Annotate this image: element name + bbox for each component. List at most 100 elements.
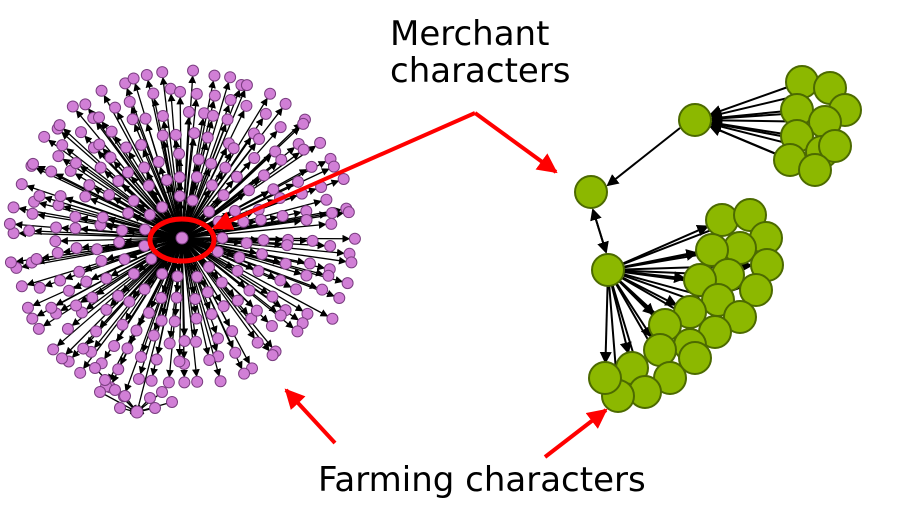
purple-node — [118, 253, 131, 266]
purple-node — [229, 346, 242, 359]
purple-node — [191, 375, 204, 388]
purple-node — [279, 257, 292, 270]
purple-node — [333, 292, 346, 305]
purple-node — [95, 84, 108, 97]
purple-node — [290, 283, 303, 296]
purple-node — [252, 264, 265, 277]
purple-node — [274, 309, 287, 322]
purple-node — [259, 107, 272, 120]
purple-node — [120, 141, 133, 154]
purple-node — [226, 325, 239, 338]
purple-node — [233, 251, 246, 264]
purple-node — [145, 374, 158, 387]
purple-node — [173, 190, 186, 203]
purple-node — [240, 79, 253, 92]
purple-node — [116, 318, 129, 331]
hub-edge — [606, 127, 681, 187]
purple-node — [279, 97, 292, 110]
purple-node — [203, 205, 216, 218]
purple-node — [162, 376, 175, 389]
purple-node — [30, 253, 43, 266]
star-edge — [71, 237, 183, 326]
star-edge — [181, 117, 264, 239]
purple-node — [202, 260, 215, 273]
farming-arrow-right — [543, 408, 608, 459]
star-edge — [18, 229, 183, 239]
star-edge — [88, 108, 183, 239]
purple-node — [173, 355, 186, 368]
purple-node — [113, 236, 126, 249]
purple-node — [155, 291, 168, 304]
merchant-highlight-ellipse — [147, 216, 217, 264]
purple-node — [145, 253, 158, 266]
purple-node — [69, 157, 82, 170]
purple-node — [152, 155, 165, 168]
purple-node — [297, 143, 310, 156]
purple-node — [337, 172, 350, 185]
purple-node — [100, 303, 113, 316]
star-edge — [181, 237, 292, 288]
purple-node — [163, 337, 176, 350]
purple-node — [33, 189, 46, 202]
purple-node — [160, 174, 173, 187]
purple-node — [135, 350, 148, 363]
star-edge — [159, 76, 183, 239]
purple-node — [191, 270, 204, 283]
purple-node — [303, 257, 316, 270]
purple-node — [62, 284, 75, 297]
purple-node — [230, 170, 243, 183]
purple-node — [95, 254, 108, 267]
purple-node — [69, 222, 82, 235]
purple-node — [51, 246, 64, 259]
purple-node — [109, 384, 121, 396]
merchant-arrow-right — [473, 111, 558, 174]
purple-node — [138, 161, 151, 174]
purple-node — [217, 300, 230, 313]
purple-node — [61, 322, 74, 335]
purple-node — [123, 95, 136, 108]
purple-node — [250, 304, 263, 317]
purple-node — [173, 147, 186, 160]
purple-node — [274, 274, 287, 287]
purple-node — [127, 267, 140, 280]
purple-node — [269, 145, 282, 158]
purple-node — [92, 111, 105, 124]
purple-node — [275, 153, 288, 166]
purple-node — [173, 171, 186, 184]
purple-node — [224, 94, 237, 107]
purple-node — [341, 277, 354, 290]
purple-node — [147, 87, 160, 100]
purple-node — [150, 353, 163, 366]
star-edge — [181, 237, 326, 271]
purple-node — [80, 275, 93, 288]
purple-node — [89, 362, 101, 374]
purple-node — [227, 142, 240, 155]
merchant-label-line1: Merchant — [390, 14, 550, 54]
purple-node — [342, 206, 355, 219]
hub-edge — [590, 208, 607, 253]
purple-node — [121, 342, 134, 355]
purple-node — [156, 129, 169, 142]
purple-node — [108, 340, 121, 353]
star-edge — [181, 237, 294, 329]
purple-node — [316, 283, 329, 296]
purple-node — [75, 126, 88, 139]
purple-node — [103, 188, 116, 201]
purple-node — [171, 270, 184, 283]
purple-node — [265, 320, 278, 333]
star-edge — [43, 195, 183, 239]
purple-node — [326, 312, 339, 325]
purple-node — [52, 150, 65, 163]
purple-node — [112, 289, 125, 302]
purple-node — [211, 245, 224, 258]
purple-node — [70, 299, 83, 312]
purple-node — [54, 190, 67, 203]
purple-node — [240, 99, 253, 112]
farming-arrow-left — [284, 388, 337, 445]
purple-node — [139, 223, 152, 236]
purple-node — [212, 332, 225, 345]
green-node — [588, 361, 622, 395]
purple-node — [254, 213, 267, 226]
merchant-arrow-left — [212, 111, 476, 230]
purple-node — [300, 214, 313, 227]
